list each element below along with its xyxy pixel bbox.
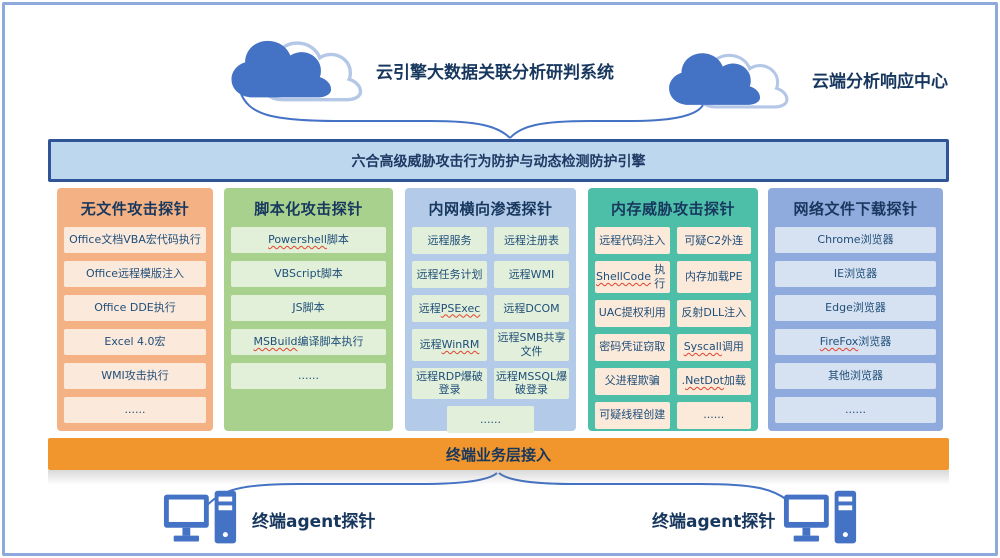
cloud-shape bbox=[231, 40, 332, 98]
probe-item: VBScript脚本 bbox=[231, 261, 386, 287]
probe-item: IE浏览器 bbox=[775, 261, 936, 287]
probe-item: ...... bbox=[676, 401, 751, 429]
cloud-label-response-center: 云端分析响应中心 bbox=[812, 72, 948, 92]
agent-label-right: 终端agent探针 bbox=[652, 512, 776, 532]
probe-item: Edge浏览器 bbox=[775, 295, 936, 321]
probe-item: ...... bbox=[64, 397, 206, 423]
probe-item: UAC提权利用 bbox=[595, 299, 670, 327]
probe-item: 父进程欺骗 bbox=[595, 367, 670, 395]
cloud-icon-analysis bbox=[231, 40, 363, 102]
computer-icon-left bbox=[163, 490, 237, 544]
probe-item: Office远程模版注入 bbox=[64, 261, 206, 287]
spellcheck-underline: PSExec bbox=[440, 301, 481, 315]
probe-column-title: 无文件攻击探针 bbox=[80, 200, 190, 218]
spellcheck-underline: MSBuild bbox=[253, 335, 298, 349]
probe-item: 远程WMI bbox=[494, 261, 569, 288]
probe-item: 反射DLL注入 bbox=[676, 299, 751, 327]
probe-item: WMI攻击执行 bbox=[64, 363, 206, 389]
probe-column-title: 网络文件下载探针 bbox=[793, 200, 918, 218]
probe-item: 远程MSSQL爆破登录 bbox=[494, 367, 569, 399]
terminal-access-bar: 终端业务层接入 bbox=[48, 438, 949, 470]
probe-item: JS脚本 bbox=[231, 295, 386, 321]
probe-column-title: 内网横向渗透探针 bbox=[428, 200, 553, 218]
probe-item: Office DDE执行 bbox=[64, 295, 206, 321]
probe-item: 内存加载PE bbox=[676, 261, 751, 293]
probe-column-title: 内存威胁攻击探针 bbox=[610, 200, 735, 218]
computer-icon-right bbox=[783, 490, 857, 544]
spellcheck-underline: ShellCode bbox=[596, 269, 651, 283]
probe-item: Chrome浏览器 bbox=[775, 227, 936, 253]
probe-item: 远程代码注入 bbox=[595, 227, 670, 254]
spellcheck-underline: Powershell bbox=[268, 233, 327, 247]
protection-engine-label: 六合高级威胁攻击行为防护与动态检测防护引擎 bbox=[351, 153, 646, 170]
probe-item: 远程注册表 bbox=[494, 227, 569, 254]
terminal-bar-shadow bbox=[48, 470, 949, 485]
spellcheck-underline: NetDot bbox=[685, 374, 724, 388]
probe-item: 可疑C2外连 bbox=[676, 227, 751, 254]
probe-item: 远程RDP爆破登录 bbox=[412, 367, 487, 399]
connector-cloud-left bbox=[239, 90, 511, 139]
probe-item: 远程任务计划 bbox=[412, 261, 487, 288]
probe-item: ...... bbox=[775, 397, 936, 423]
probe-item: 其他浏览器 bbox=[775, 363, 936, 389]
spellcheck-underline: WinRM bbox=[441, 337, 480, 351]
cloud-label-analysis-system: 云引擎大数据关联分析研判系统 bbox=[376, 63, 614, 83]
probe-item: 可疑线程创建 bbox=[595, 401, 670, 429]
probe-item: 远程SMB共享文件 bbox=[494, 329, 569, 361]
spellcheck-underline: Syscall bbox=[683, 340, 722, 354]
probe-item: 远程DCOM bbox=[494, 295, 569, 322]
spellcheck-underline: FireFox bbox=[819, 335, 859, 349]
probe-item: Office文档VBA宏代码执行 bbox=[64, 227, 206, 253]
protection-engine-bar: 六合高级威胁攻击行为防护与动态检测防护引擎 bbox=[48, 139, 949, 182]
probe-column-title: 脚本化攻击探针 bbox=[254, 200, 363, 218]
probe-column-body: Office文档VBA宏代码执行 Office远程模版注入 Office DDE执行… bbox=[64, 227, 206, 424]
agent-label-left: 终端agent探针 bbox=[252, 512, 376, 532]
cloud-icon-response bbox=[669, 53, 789, 109]
terminal-access-label: 终端业务层接入 bbox=[445, 445, 551, 464]
probe-item: Excel 4.0宏 bbox=[64, 329, 206, 355]
probe-item: ...... bbox=[231, 363, 386, 389]
probe-item: 远程服务 bbox=[412, 227, 487, 254]
probe-item: 密码凭证窃取 bbox=[595, 333, 670, 361]
probe-item: ...... bbox=[446, 406, 535, 433]
connector-cloud-right bbox=[509, 104, 704, 139]
cloud-shape bbox=[669, 53, 761, 105]
